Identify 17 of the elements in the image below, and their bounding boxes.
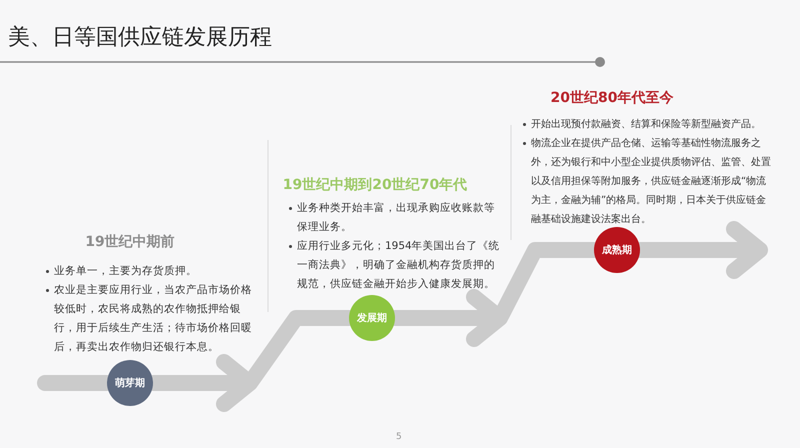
title: 美、日等国供应链发展历程 — [8, 24, 272, 52]
page-number: 5 — [396, 432, 402, 442]
stage-circle — [594, 227, 640, 273]
bullet-text: 物流企业在提供产品仓储、运输等基础性物流服务之外，还为银行和中小型企业提供质物评估、监管、处置以及信用担保等附加服务，供应链金融逐渐形成“物流为主，金融为辅”的格局。同时期，日本关于供应链金融基础设施建设法案出台。 — [531, 136, 771, 227]
stage-heading: 19世纪中期到20世纪70年代 — [282, 176, 468, 194]
stage-circle — [107, 360, 153, 406]
stage-heading: 19世纪中期前 — [84, 233, 176, 251]
bullet-text: 应用行业多元化；1954年美国出台了《统一商法典》，明确了金融机构存货质押的规范，供应链金融开始步入健康发展期。 — [297, 239, 501, 292]
bullet-text: 开始出现预付款融资、结算和保险等新型融资产品。 — [531, 118, 762, 132]
stage-label: 成熟期 — [602, 244, 632, 257]
stage-heading: 20世纪80年代至今 — [550, 89, 674, 107]
stage-label: 萌芽期 — [115, 376, 145, 390]
stage-label: 发展期 — [357, 312, 387, 325]
bullet-text: 业务种类开始丰富，出现承购应收账款等保理业务。 — [297, 201, 496, 235]
bullet-text: 农业是主要应用行业，当农产品市场价格较低时，农民将成熟的农作物抵押给银行，用于后续生产生活；待市场价格回暖后，再卖出农作物归还银行本息。 — [54, 283, 253, 355]
bullet-text: 业务单一，主要为存货质押。 — [54, 264, 198, 279]
stage-circle — [349, 295, 395, 341]
